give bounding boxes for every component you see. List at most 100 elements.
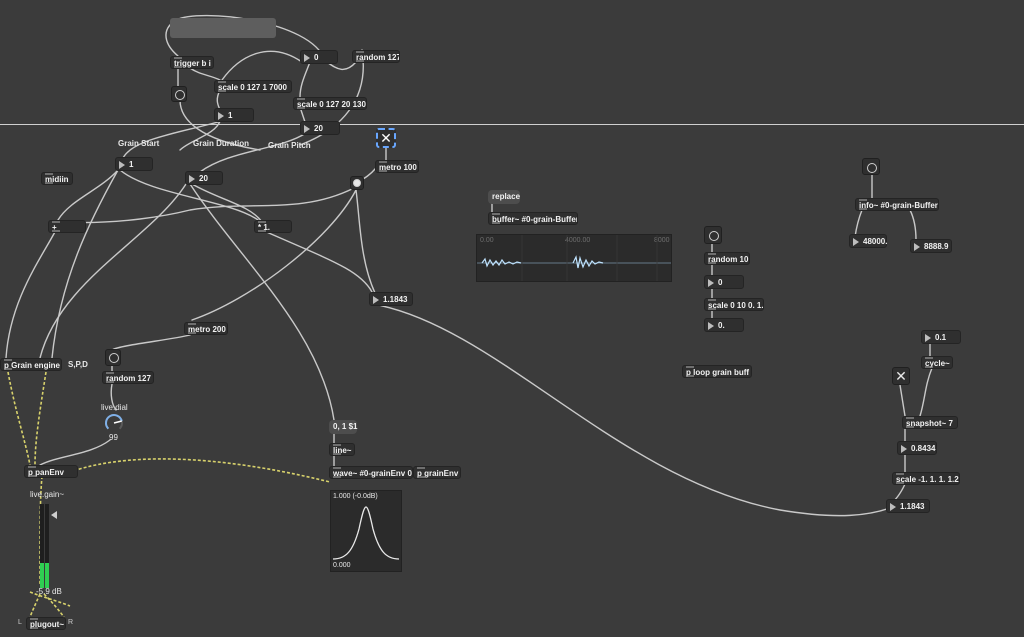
- line-message[interactable]: 0, 1 $1: [329, 420, 357, 434]
- live-gain-label: live.gain~: [30, 490, 65, 499]
- random-127-object[interactable]: random 127: [102, 371, 154, 384]
- lfo-toggle[interactable]: ✕: [892, 367, 910, 385]
- waveform-tick: 0.00: [480, 237, 494, 244]
- toggle-x-icon: ✕: [895, 368, 907, 384]
- signal-cord: [34, 371, 47, 466]
- wave-object[interactable]: wave~ #0-grainEnv 0.: [329, 466, 413, 479]
- envelope-display[interactable]: 1.000 (-0.0dB) 0.000: [330, 490, 402, 572]
- number-samplerate[interactable]: 48000.: [849, 234, 887, 248]
- plugout-object[interactable]: plugout~: [26, 617, 66, 630]
- number-value: 1: [228, 111, 233, 120]
- number-random10[interactable]: 0: [704, 275, 744, 289]
- cord: [216, 89, 221, 111]
- number-value: 48000.: [863, 237, 888, 246]
- waveform-tick: 8000: [654, 237, 670, 244]
- number-lfo-value[interactable]: 0.8434: [897, 441, 937, 455]
- bang-icon: [175, 90, 185, 100]
- number-value: 0.: [718, 321, 725, 330]
- midiin-object[interactable]: midiin: [41, 172, 73, 185]
- scale-lfo-object[interactable]: scale -1. 1. 1. 1.2: [892, 472, 960, 485]
- number-value: 0: [718, 278, 723, 287]
- number-arrow-icon: [218, 112, 224, 120]
- bang-button-top[interactable]: [171, 86, 187, 102]
- cord: [919, 367, 933, 417]
- p-grainenv-object[interactable]: p grainEnv: [413, 466, 461, 479]
- info-object[interactable]: info~ #0-grain-Buffer: [855, 198, 939, 211]
- envelope-max-label: 1.000 (-0.0dB): [333, 493, 378, 500]
- number-arrow-icon: [708, 322, 714, 330]
- dial-knob-icon: [105, 414, 123, 430]
- bang-button-random[interactable]: [105, 349, 121, 366]
- scale-random10-object[interactable]: scale 0 10 0. 1.: [704, 298, 764, 311]
- number-zero-top[interactable]: 0: [300, 50, 338, 64]
- metro-100-object[interactable]: metro 100: [375, 160, 419, 173]
- number-lfo-out[interactable]: 1.1843: [886, 499, 930, 513]
- label-grain-start: Grain Start: [118, 139, 160, 148]
- buffer-object[interactable]: buffer~ #0-grain-Buffer: [488, 212, 578, 225]
- trigger-object[interactable]: trigger b i: [170, 56, 214, 69]
- number-grain-duration[interactable]: 20: [185, 171, 223, 185]
- bang-button-random10[interactable]: [704, 226, 722, 244]
- number-arrow-icon: [304, 125, 310, 133]
- number-arrow-icon: [708, 279, 714, 287]
- scale-start-object[interactable]: scale 0 127 1 7000: [214, 80, 292, 93]
- plus-object[interactable]: +: [48, 220, 86, 233]
- bang-icon: [353, 179, 361, 187]
- signal-cord: [29, 593, 41, 618]
- bang-button-metro[interactable]: [350, 176, 364, 190]
- p-grain-engine-object[interactable]: p Grain engine: [0, 358, 62, 371]
- number-grain-start[interactable]: 1: [115, 157, 153, 171]
- random-127-top-object[interactable]: random 127: [352, 50, 400, 63]
- cord: [51, 169, 119, 359]
- scale-dur-object[interactable]: scale 0 127 20 130: [293, 97, 367, 110]
- cord: [59, 187, 355, 224]
- line-object[interactable]: line~: [329, 443, 355, 456]
- number-arrow-icon: [189, 175, 195, 183]
- number-arrow-icon: [853, 238, 859, 246]
- number-arrow-icon: [925, 334, 931, 342]
- number-arrow-icon: [373, 296, 379, 304]
- p-loop-grain-buff-object[interactable]: p loop grain buff: [682, 365, 752, 378]
- number-random10-float[interactable]: 0.: [704, 318, 744, 332]
- number-value: 1: [129, 160, 134, 169]
- gain-meter-left[interactable]: [40, 504, 44, 588]
- snapshot-object[interactable]: snapshot~ 7: [902, 416, 958, 429]
- cord: [899, 384, 906, 417]
- cord: [355, 189, 376, 294]
- grain-start-slider[interactable]: [170, 18, 276, 38]
- number-pitch[interactable]: 1.1843: [369, 292, 413, 306]
- cord: [191, 183, 263, 223]
- gain-slider-arrow-icon[interactable]: [51, 511, 57, 519]
- envelope-min-label: 0.000: [333, 562, 351, 569]
- random-10-object[interactable]: random 10: [704, 252, 750, 265]
- gain-meter-right[interactable]: [45, 504, 49, 588]
- number-one-top[interactable]: 1: [214, 108, 254, 122]
- number-length[interactable]: 8888.9: [910, 239, 952, 253]
- bang-button-info[interactable]: [862, 158, 880, 175]
- p-panenv-object[interactable]: p panEnv: [24, 465, 78, 478]
- bang-icon: [867, 163, 877, 173]
- label-grain-duration: Grain Duration: [193, 139, 250, 148]
- number-value: 1.1843: [383, 295, 408, 304]
- waveform-display[interactable]: 0.00 4000.00 8000: [476, 234, 672, 282]
- number-value: 1.1843: [900, 502, 925, 511]
- number-arrow-icon: [119, 161, 125, 169]
- times-object[interactable]: * 1.: [254, 220, 292, 233]
- metro-200-object[interactable]: metro 200: [184, 322, 228, 335]
- cord: [5, 229, 57, 359]
- signal-cord: [59, 458, 331, 483]
- number-value: 8888.9: [924, 242, 949, 251]
- number-value: 20: [314, 124, 323, 133]
- cycle-object[interactable]: cycle~: [921, 356, 953, 369]
- live-dial[interactable]: [102, 412, 126, 434]
- envelope-curve: [332, 506, 400, 560]
- number-twenty-top[interactable]: 20: [300, 121, 340, 135]
- number-lfo-rate[interactable]: 0.1: [921, 330, 961, 344]
- metro-toggle[interactable]: ✕: [376, 128, 396, 148]
- cord: [377, 304, 891, 517]
- cord: [39, 183, 187, 359]
- replace-message[interactable]: replace: [488, 190, 520, 204]
- signal-cord: [7, 371, 31, 466]
